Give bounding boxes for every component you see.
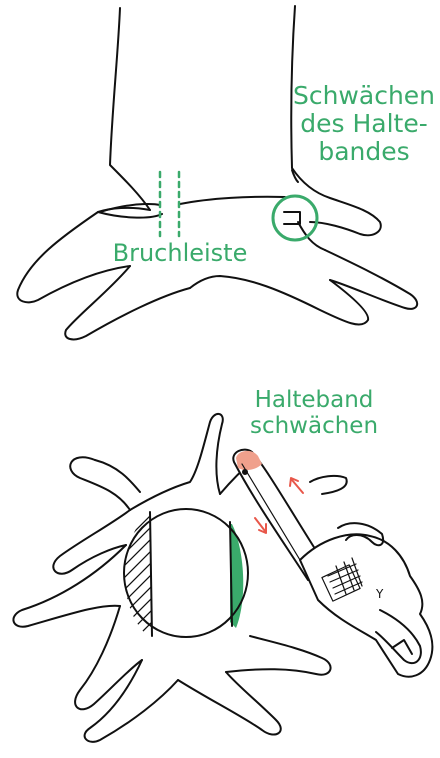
stump-cut-circle [110, 460, 248, 664]
label-line: des Halte- [286, 110, 440, 138]
label-line: bandes [286, 138, 440, 166]
label-line: schwächen [234, 414, 394, 440]
chainsaw-illustration: Y [233, 450, 432, 677]
break-strip-markers [160, 172, 179, 236]
label-line: Schwächen [286, 82, 440, 110]
tree-trunk-side-view [17, 6, 417, 339]
weaken-band-instruction-label: Halteband schwächen [234, 388, 394, 440]
tree-stump-top-view [13, 414, 330, 742]
label-line: Halteband [234, 388, 394, 414]
svg-text:Y: Y [375, 587, 384, 601]
break-strip-label: Bruchleiste [100, 240, 260, 267]
weak-point-circle [273, 196, 317, 240]
weaken-holding-band-label: Schwächen des Halte- bandes [286, 82, 440, 166]
